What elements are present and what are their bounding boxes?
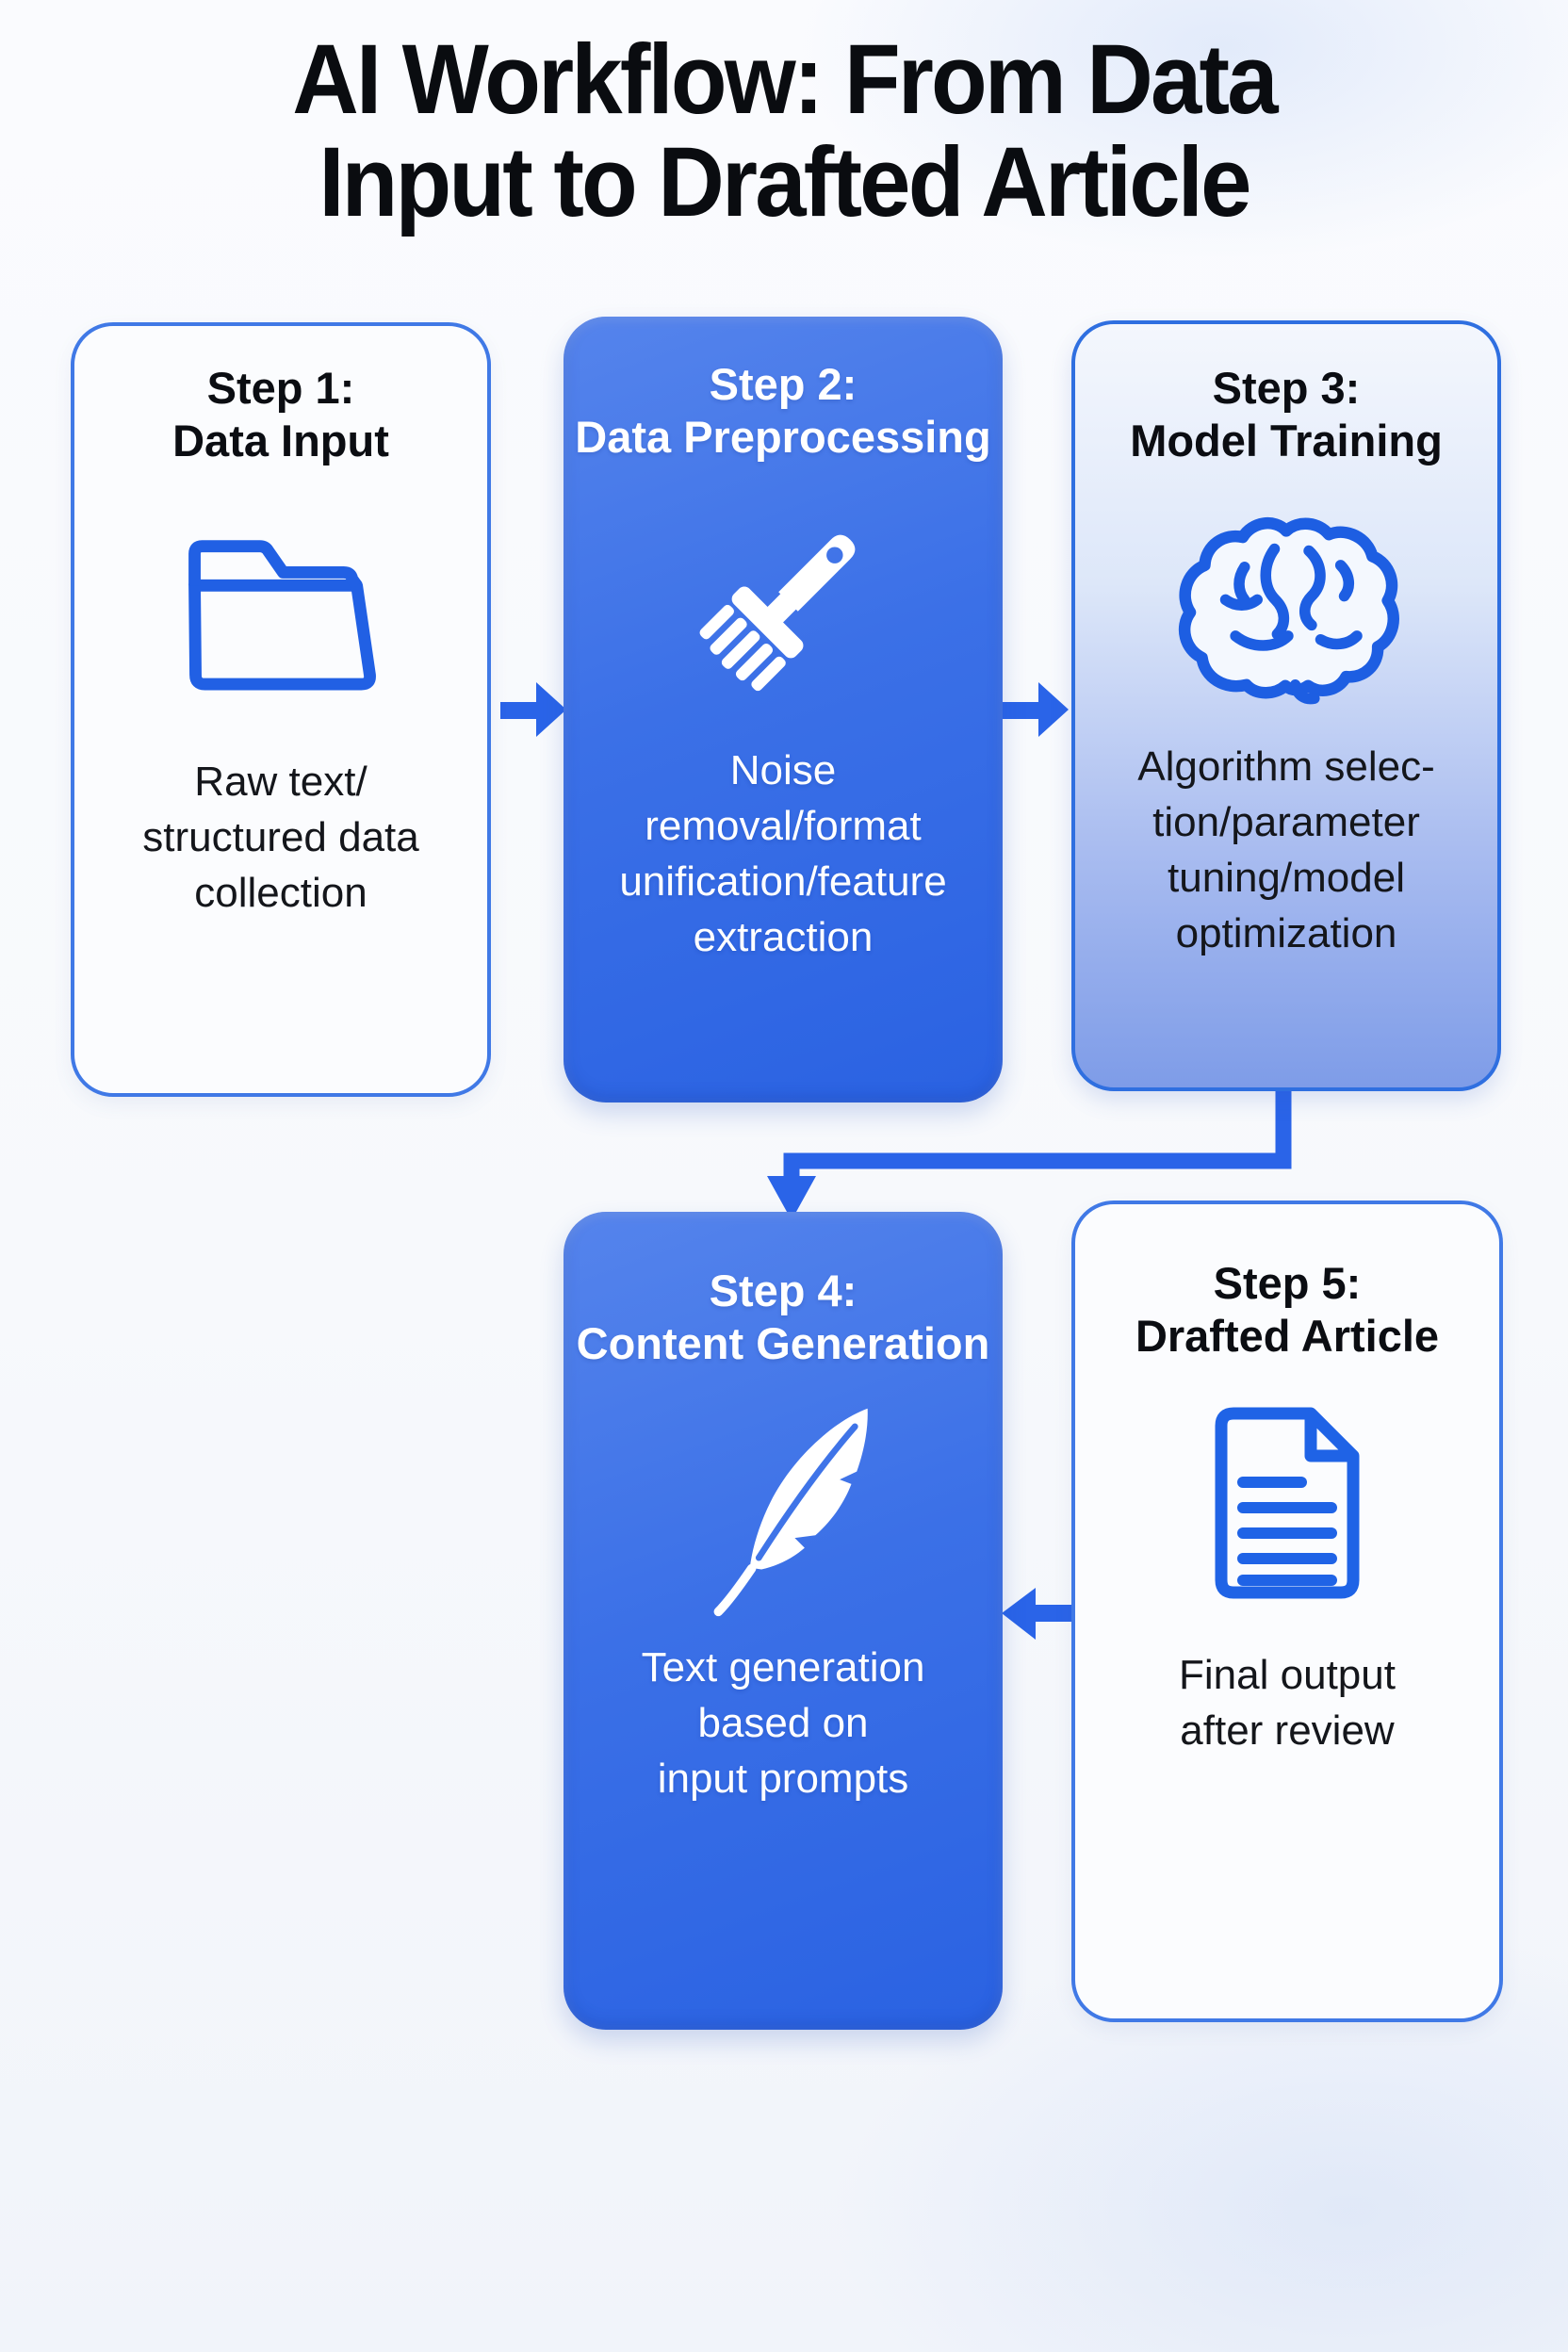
step-card-drafted-article: Step 5: Drafted Article Final output aft… xyxy=(1071,1200,1503,2022)
step2-heading: Step 2: Data Preprocessing xyxy=(575,359,991,463)
feather-icon xyxy=(713,1408,868,1616)
step5-body: Final output after review xyxy=(1179,1651,1396,1754)
step1-heading: Step 1: Data Input xyxy=(172,363,389,466)
page-title: AI Workflow: From Data Input to Drafted … xyxy=(55,24,1513,238)
step4-icon-wrap xyxy=(666,1384,900,1620)
folder-icon xyxy=(188,540,376,691)
step5-icon-wrap xyxy=(1198,1390,1377,1616)
brain-icon xyxy=(1178,516,1399,705)
brush-icon xyxy=(699,534,856,691)
step3-icon-wrap xyxy=(1168,510,1404,710)
step1-icon-wrap xyxy=(171,523,392,693)
step2-icon-wrap xyxy=(664,485,902,728)
step-card-model-training: Step 3: Model Training Algorithm selec- … xyxy=(1071,320,1501,1091)
step3-body: Algorithm selec- tion/parameter tuning/m… xyxy=(1137,743,1435,956)
arrow-step1-to-step2 xyxy=(500,682,566,737)
step5-heading: Step 5: Drafted Article xyxy=(1135,1258,1440,1362)
arrow-step2-to-step3 xyxy=(1003,682,1069,737)
step-card-data-preprocessing: Step 2: Data Preprocessing Noise removal… xyxy=(564,317,1003,1102)
step4-heading: Step 4: Content Generation xyxy=(576,1266,990,1369)
step2-body: Noise removal/format unification/feature… xyxy=(619,746,947,960)
document-icon xyxy=(1215,1407,1360,1599)
step-card-data-input: Step 1: Data Input Raw text/ structured … xyxy=(71,322,491,1097)
page-title-line1: AI Workflow: From Data xyxy=(292,24,1278,135)
step-card-content-generation: Step 4: Content Generation Text generati… xyxy=(564,1212,1003,2030)
step4-body: Text generation based on input prompts xyxy=(641,1643,925,1802)
step3-heading: Step 3: Model Training xyxy=(1130,363,1443,466)
arrow-step5-to-step4 xyxy=(1002,1588,1071,1640)
step1-body: Raw text/ structured data collection xyxy=(142,758,419,916)
page-title-line2: Input to Drafted Article xyxy=(318,127,1251,238)
